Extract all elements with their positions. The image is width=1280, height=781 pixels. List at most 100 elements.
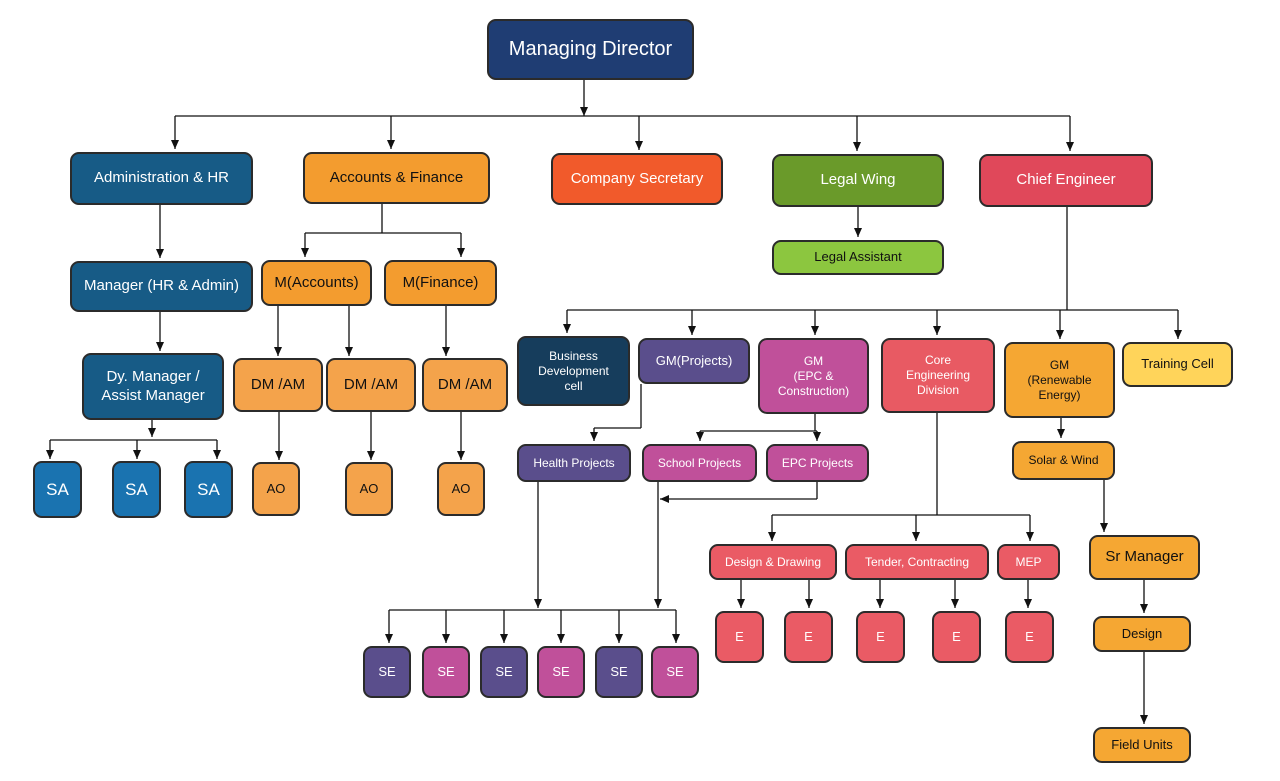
gm-renewable-label-line3: Energy) [1038,387,1081,402]
se-box-1[interactable]: SE [363,646,411,698]
e-box-5[interactable]: E [1005,611,1054,663]
ao-label-1: AO [266,480,286,496]
dm-am-label-2: DM /AM [343,375,399,393]
e-box-2[interactable]: E [784,611,833,663]
se-label-3: SE [495,663,513,679]
chief-engineer-box[interactable]: Chief Engineer [979,154,1153,207]
sr-manager-box[interactable]: Sr Manager [1089,535,1200,580]
training-cell-box[interactable]: Training Cell [1122,342,1233,387]
solar-wind-label: Solar & Wind [1028,453,1099,467]
gm-projects-label: GM(Projects) [655,352,733,368]
legal-wing-box[interactable]: Legal Wing [772,154,944,207]
ao-label-3: AO [451,480,471,496]
e-label-1: E [735,628,744,644]
e-box-1[interactable]: E [715,611,764,663]
tender-contracting-box[interactable]: Tender, Contracting [845,544,989,580]
design-box[interactable]: Design [1093,616,1191,652]
se-label-4: SE [552,663,570,679]
se-box-2[interactable]: SE [422,646,470,698]
e-box-3[interactable]: E [856,611,905,663]
e-label-2: E [804,628,813,644]
manager-hr-admin-label: Manager (HR & Admin) [83,277,240,295]
gm-renewable-label-line2: (Renewable [1027,372,1092,387]
gm-renewable-box[interactable]: GM (Renewable Energy) [1004,342,1115,418]
e-label-3: E [876,628,885,644]
dm-am-box-3[interactable]: DM /AM [422,358,508,412]
dm-am-box-1[interactable]: DM /AM [233,358,323,412]
managing-director-label: Managing Director [508,38,673,60]
m-finance-label: M(Finance) [402,273,479,291]
se-box-3[interactable]: SE [480,646,528,698]
epc-projects-label: EPC Projects [781,455,854,470]
se-label-2: SE [437,663,455,679]
business-development-label-line2: Development [538,363,609,378]
se-label-6: SE [666,663,684,679]
company-secretary-box[interactable]: Company Secretary [551,153,723,205]
health-projects-label: Health Projects [533,455,615,470]
gm-renewable-label-line1: GM [1049,357,1070,372]
gm-projects-box[interactable]: GM(Projects) [638,338,750,384]
tender-contracting-label: Tender, Contracting [864,554,970,569]
e-label-5: E [1025,628,1034,644]
accounts-finance-label: Accounts & Finance [329,168,464,186]
managing-director-box[interactable]: Managing Director [487,19,694,80]
sr-manager-label: Sr Manager [1105,548,1184,566]
mep-label: MEP [1015,554,1042,569]
legal-assistant-box[interactable]: Legal Assistant [772,240,944,275]
sa-box-1[interactable]: SA [33,461,82,518]
design-label: Design [1121,625,1163,641]
core-engineering-label-line2: Engineering [905,368,971,382]
sa-label-1: SA [46,479,69,499]
manager-hr-admin-box[interactable]: Manager (HR & Admin) [70,261,253,312]
se-label-1: SE [378,663,396,679]
sa-label-3: SA [197,479,220,499]
sa-box-3[interactable]: SA [184,461,233,518]
field-units-box[interactable]: Field Units [1093,727,1191,763]
company-secretary-label: Company Secretary [570,169,704,187]
core-engineering-label-line3: Division [916,383,959,397]
business-development-box[interactable]: Business Development cell [517,336,630,406]
se-box-6[interactable]: SE [651,646,699,698]
legal-wing-label: Legal Wing [820,171,896,189]
accounts-finance-box[interactable]: Accounts & Finance [303,152,490,204]
dm-am-label-1: DM /AM [250,375,306,393]
field-units-label: Field Units [1111,736,1173,752]
ao-box-1[interactable]: AO [252,462,300,516]
se-box-4[interactable]: SE [537,646,585,698]
school-projects-box[interactable]: School Projects [642,444,757,482]
dy-manager-label-line2: Assist Manager [101,386,205,404]
core-engineering-box[interactable]: Core Engineering Division [881,338,995,413]
gm-epc-box[interactable]: GM (EPC & Construction) [758,338,869,414]
ao-box-3[interactable]: AO [437,462,485,516]
sa-box-2[interactable]: SA [112,461,161,518]
dy-manager-box[interactable]: Dy. Manager / Assist Manager [82,353,224,420]
business-development-label-line1: Business [549,348,598,363]
core-engineering-label-line1: Core [924,353,951,367]
m-accounts-label: M(Accounts) [274,273,359,291]
design-drawing-label: Design & Drawing [724,554,822,569]
dm-am-label-3: DM /AM [437,375,493,393]
chief-engineer-label: Chief Engineer [1016,171,1116,189]
m-accounts-box[interactable]: M(Accounts) [261,260,372,306]
e-box-4[interactable]: E [932,611,981,663]
e-label-4: E [952,628,961,644]
se-label-5: SE [610,663,628,679]
mep-box[interactable]: MEP [997,544,1060,580]
administration-hr-box[interactable]: Administration & HR [70,152,253,205]
dm-am-box-2[interactable]: DM /AM [326,358,416,412]
school-projects-label: School Projects [657,455,742,470]
training-cell-label: Training Cell [1141,356,1214,372]
m-finance-box[interactable]: M(Finance) [384,260,497,306]
se-box-5[interactable]: SE [595,646,643,698]
health-projects-box[interactable]: Health Projects [517,444,631,482]
design-drawing-box[interactable]: Design & Drawing [709,544,837,580]
solar-wind-box[interactable]: Solar & Wind [1012,441,1115,480]
epc-projects-box[interactable]: EPC Projects [766,444,869,482]
ao-box-2[interactable]: AO [345,462,393,516]
legal-assistant-label: Legal Assistant [814,249,902,265]
administration-hr-label: Administration & HR [93,169,230,187]
dy-manager-label-line1: Dy. Manager / [106,367,200,385]
business-development-label-line3: cell [564,378,583,393]
gm-epc-label-line3: Construction) [777,383,850,398]
